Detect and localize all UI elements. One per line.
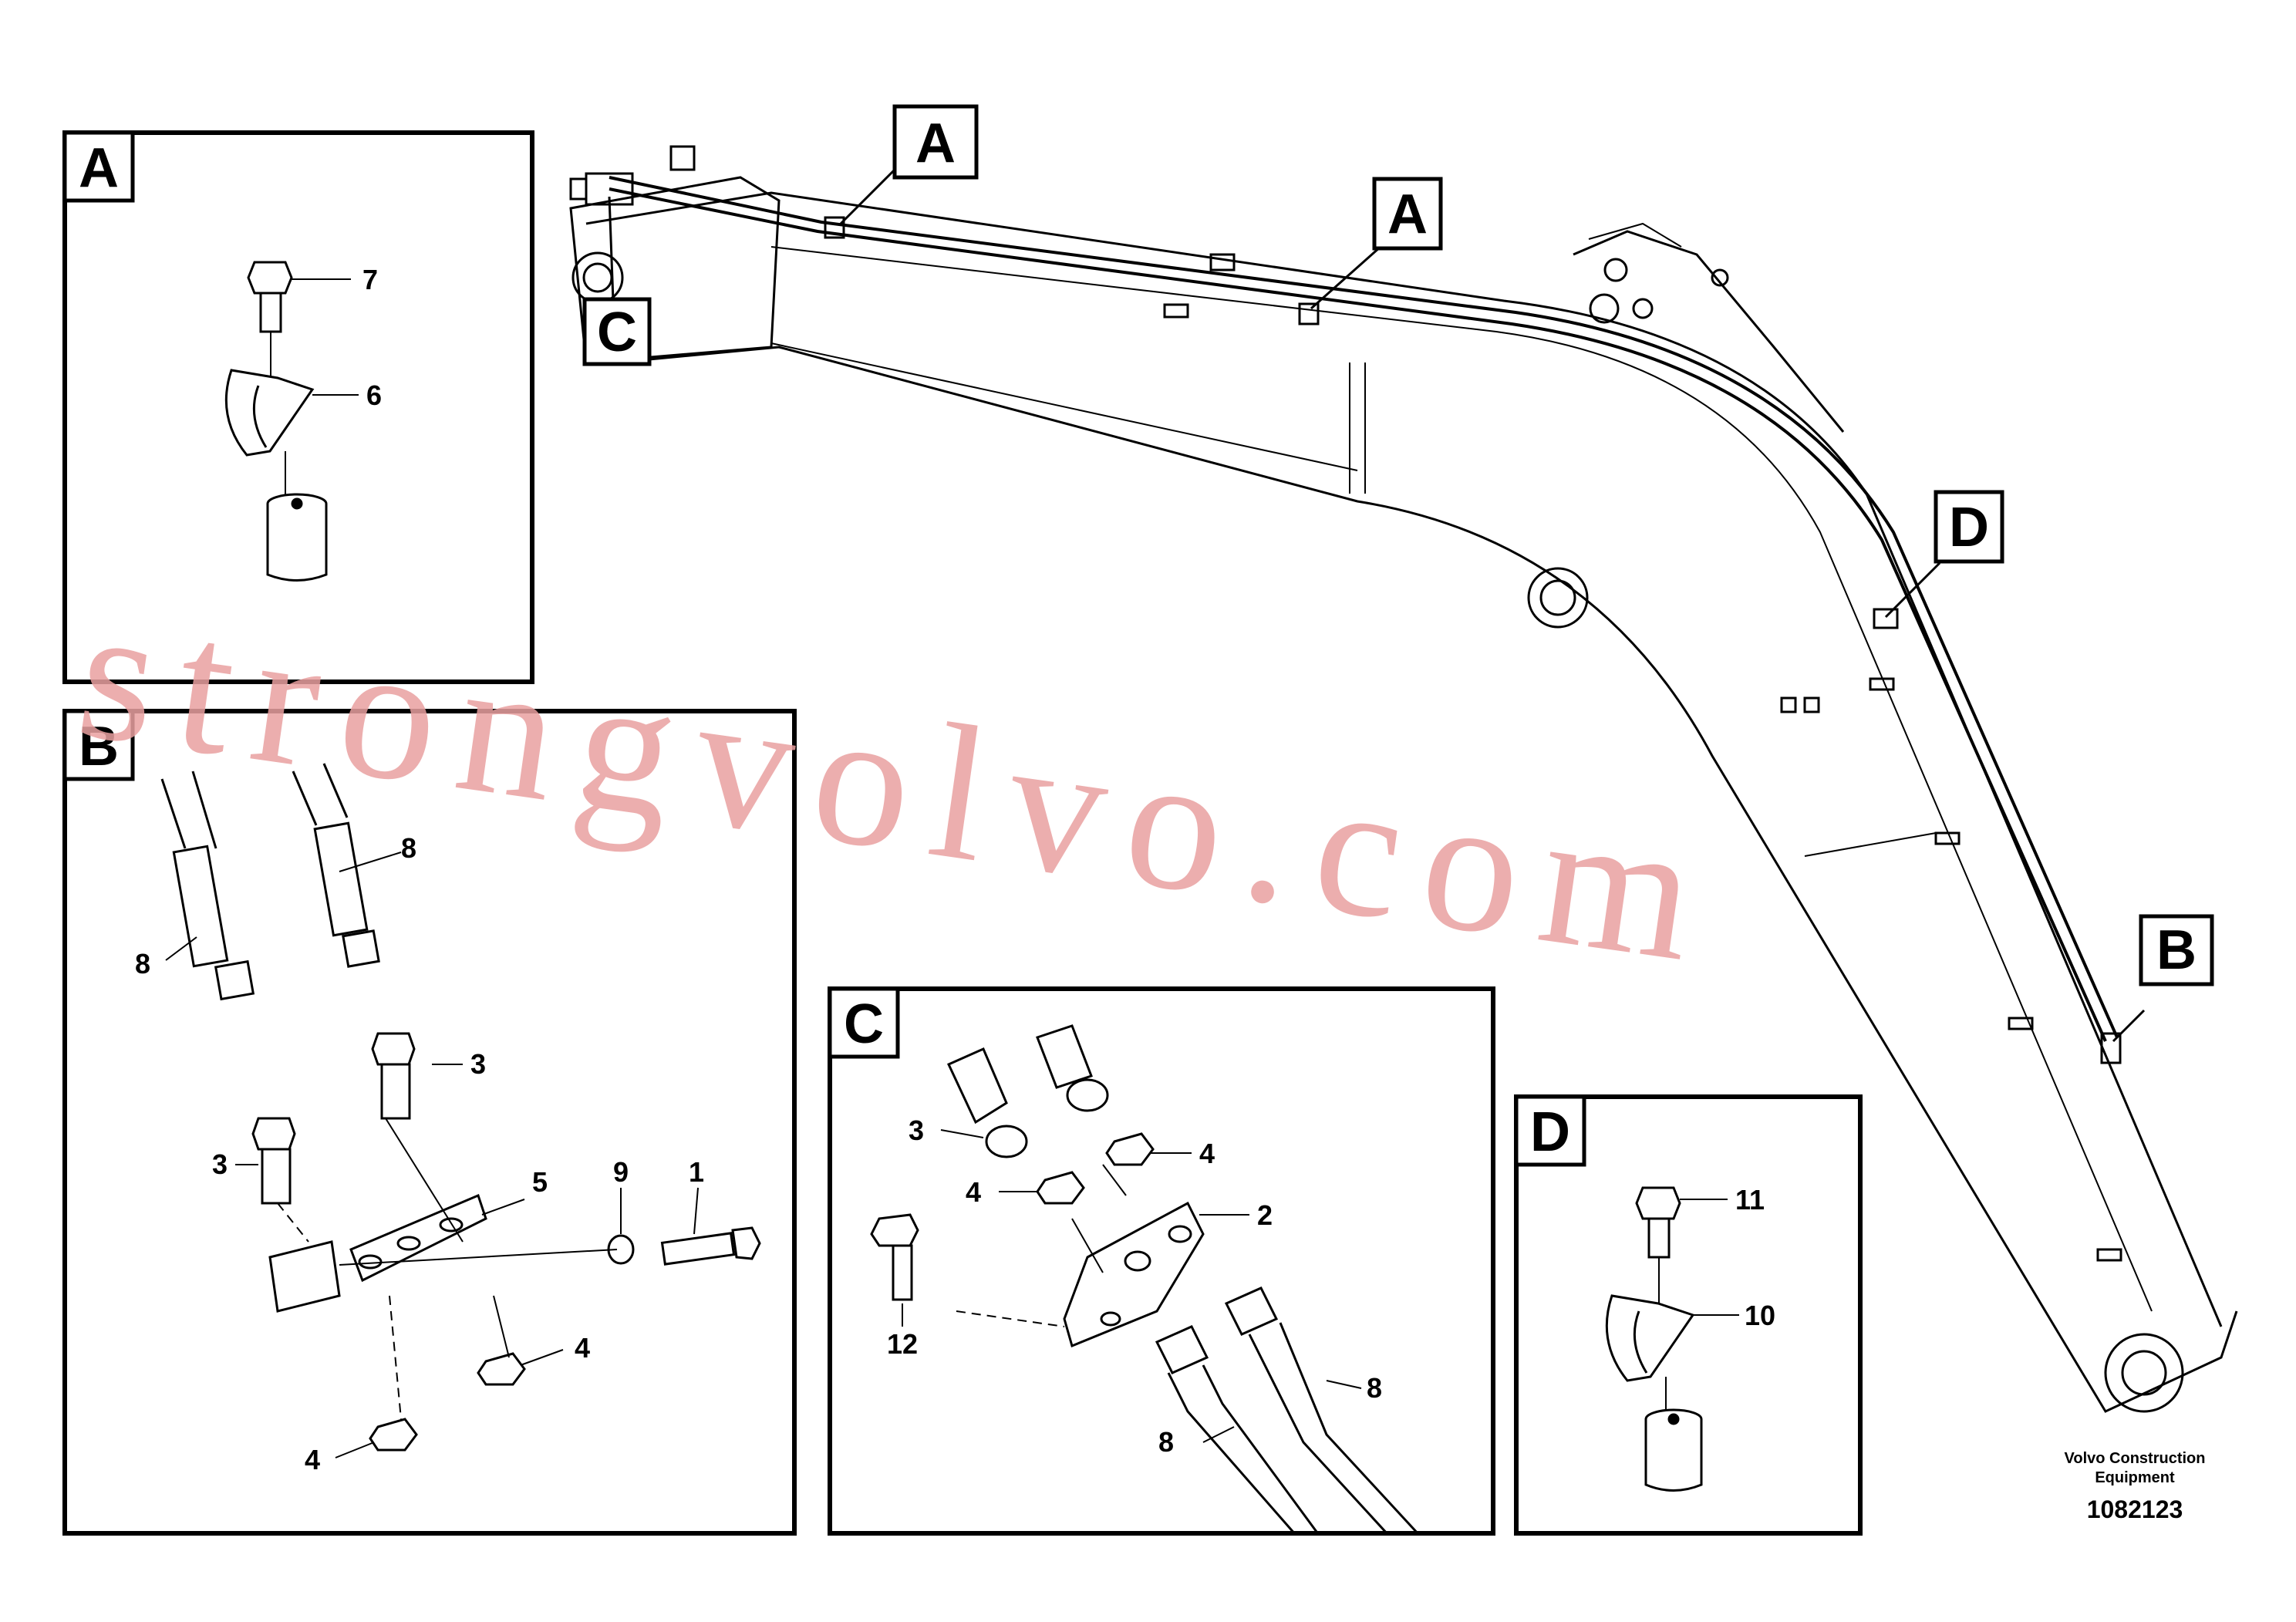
svg-text:8: 8 — [135, 948, 150, 980]
svg-text:8: 8 — [1367, 1372, 1382, 1404]
watermark-text: strongvolvo.com — [67, 564, 1729, 1005]
svg-text:12: 12 — [887, 1328, 918, 1360]
detail-c-panel: C — [828, 986, 1495, 1536]
bracket — [268, 1240, 341, 1313]
svg-text:4: 4 — [966, 1176, 981, 1208]
nut-part-4 — [369, 1352, 526, 1452]
clamp-part-6 — [224, 369, 315, 457]
callout-a-1: A — [892, 104, 979, 180]
svg-text:3: 3 — [212, 1148, 228, 1180]
svg-text:3: 3 — [470, 1048, 486, 1080]
clamp-part-10 — [1605, 1294, 1695, 1382]
svg-text:A: A — [79, 137, 119, 199]
company-line-2: Equipment — [2095, 1469, 2175, 1486]
svg-text:C: C — [597, 302, 637, 363]
hose-part-8-left — [160, 771, 296, 1205]
svg-text:7: 7 — [362, 264, 378, 295]
callout-c: C — [582, 297, 652, 366]
svg-text:4: 4 — [575, 1332, 590, 1364]
svg-text:A: A — [1387, 184, 1428, 245]
svg-text:11: 11 — [1735, 1184, 1765, 1216]
hose-part-8-right — [292, 763, 416, 1120]
svg-text:4: 4 — [305, 1444, 320, 1475]
svg-text:6: 6 — [366, 379, 382, 411]
bolt-part-12 — [870, 1213, 919, 1301]
detail-a-panel: A 7 6 — [62, 130, 534, 684]
svg-text:4: 4 — [1199, 1138, 1215, 1169]
plate-part-2 — [1063, 1201, 1205, 1348]
bolt-part-1 — [660, 1226, 761, 1266]
hose-part-8-c — [1155, 1286, 1421, 1536]
svg-text:B: B — [79, 716, 119, 777]
company-line-1: Volvo Construction — [2065, 1450, 2206, 1467]
svg-text:D: D — [1530, 1101, 1570, 1163]
bolt-part-11 — [1635, 1186, 1681, 1259]
callout-a-2: A — [1372, 177, 1443, 251]
svg-text:C: C — [844, 993, 884, 1055]
callout-b: B — [2139, 914, 2214, 986]
svg-text:D: D — [1949, 497, 1989, 558]
svg-text:3: 3 — [909, 1114, 924, 1146]
svg-text:9: 9 — [613, 1156, 629, 1188]
svg-text:8: 8 — [1158, 1426, 1174, 1458]
svg-text:5: 5 — [532, 1166, 548, 1198]
nut-part-4-c — [1036, 1132, 1155, 1205]
bolt-part-7 — [247, 261, 293, 333]
svg-text:2: 2 — [1257, 1199, 1273, 1231]
svg-text:8: 8 — [401, 832, 416, 864]
callout-leaders — [608, 164, 2146, 1043]
svg-text:1: 1 — [689, 1156, 704, 1188]
svg-text:B: B — [2156, 919, 2197, 981]
detail-d-panel: D 11 10 — [1514, 1094, 1863, 1536]
spacer-d — [1644, 1408, 1703, 1492]
svg-text:A: A — [915, 113, 956, 174]
spacer — [266, 493, 328, 582]
detail-b-panel: B — [62, 709, 797, 1536]
footer: Volvo Construction Equipment 1082123 — [2065, 1450, 2206, 1523]
callout-d: D — [1934, 490, 2004, 564]
svg-text:10: 10 — [1745, 1300, 1775, 1331]
document-number: 1082123 — [2087, 1496, 2183, 1523]
boom-arm-drawing — [569, 145, 2238, 1413]
plate-part-5 — [349, 1193, 487, 1283]
fitting-part-3 — [946, 1024, 1109, 1158]
